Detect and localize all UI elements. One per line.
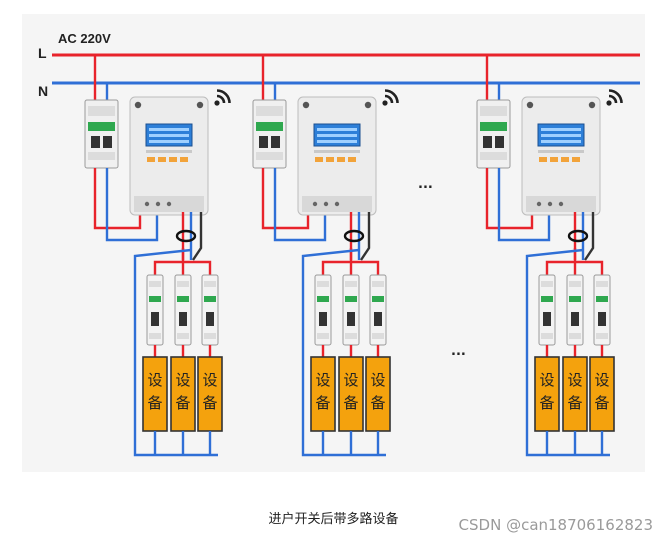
current-transformer-icon — [175, 229, 197, 243]
wire — [485, 168, 534, 230]
device-box-icon: 设备 — [310, 356, 336, 432]
wire — [261, 168, 310, 230]
device-box-icon: 设备 — [365, 356, 391, 432]
device-label-bottom: 备 — [175, 394, 190, 412]
main-breaker-icon — [84, 99, 119, 169]
branch-breaker-icon — [314, 274, 332, 346]
main-breaker-icon — [476, 99, 511, 169]
branch-breaker-icon — [201, 274, 219, 346]
figure-caption: 进户开关后带多路设备 — [268, 512, 399, 527]
line-bus-label: L — [38, 45, 47, 61]
device-label-bottom: 备 — [315, 394, 330, 412]
device-label-bottom: 备 — [147, 394, 162, 412]
branch-breaker-icon — [593, 274, 611, 346]
device-label-top: 设 — [343, 371, 358, 389]
device-label-top: 设 — [539, 371, 554, 389]
device-box-icon: 设备 — [197, 356, 223, 432]
device-label-top: 设 — [567, 371, 582, 389]
main-breaker-icon — [252, 99, 287, 169]
meter-icon — [297, 96, 377, 216]
device-label-top: 设 — [370, 371, 385, 389]
branch-breaker-icon — [146, 274, 164, 346]
branch-breaker-icon — [369, 274, 387, 346]
device-box-icon: 设备 — [142, 356, 168, 432]
current-transformer-icon — [567, 229, 589, 243]
device-label-top: 设 — [147, 371, 162, 389]
wire — [360, 212, 371, 261]
device-label-top: 设 — [175, 371, 190, 389]
wire — [133, 248, 218, 457]
wire — [301, 248, 386, 457]
units-ellipsis: ... — [418, 177, 433, 192]
current-transformer-icon — [343, 229, 365, 243]
device-label-bottom: 备 — [594, 394, 609, 412]
device-box-icon: 设备 — [338, 356, 364, 432]
branch-breaker-icon — [174, 274, 192, 346]
meter-icon — [521, 96, 601, 216]
device-box-icon: 设备 — [589, 356, 615, 432]
supply-voltage-label: AC 220V — [58, 31, 111, 46]
device-box-icon: 设备 — [562, 356, 588, 432]
device-label-top: 设 — [315, 371, 330, 389]
device-label-top: 设 — [202, 371, 217, 389]
device-label-top: 设 — [594, 371, 609, 389]
device-label-bottom: 备 — [343, 394, 358, 412]
neutral-bus-label: N — [38, 83, 48, 99]
device-label-bottom: 备 — [567, 394, 582, 412]
device-label-bottom: 备 — [539, 394, 554, 412]
source-watermark: CSDN @can18706162823 — [458, 516, 653, 534]
branch-breaker-icon — [538, 274, 556, 346]
branch-breaker-icon — [566, 274, 584, 346]
branch-breaker-icon — [342, 274, 360, 346]
wire — [105, 168, 159, 242]
wire — [93, 168, 142, 230]
device-label-bottom: 备 — [202, 394, 217, 412]
wire — [525, 248, 610, 457]
device-box-icon: 设备 — [170, 356, 196, 432]
wire — [273, 168, 327, 242]
wire — [497, 168, 551, 242]
device-label-bottom: 备 — [370, 394, 385, 412]
meter-icon — [129, 96, 209, 216]
devices-ellipsis: ... — [451, 344, 466, 359]
wire — [584, 212, 595, 261]
wire — [192, 212, 203, 261]
device-box-icon: 设备 — [534, 356, 560, 432]
